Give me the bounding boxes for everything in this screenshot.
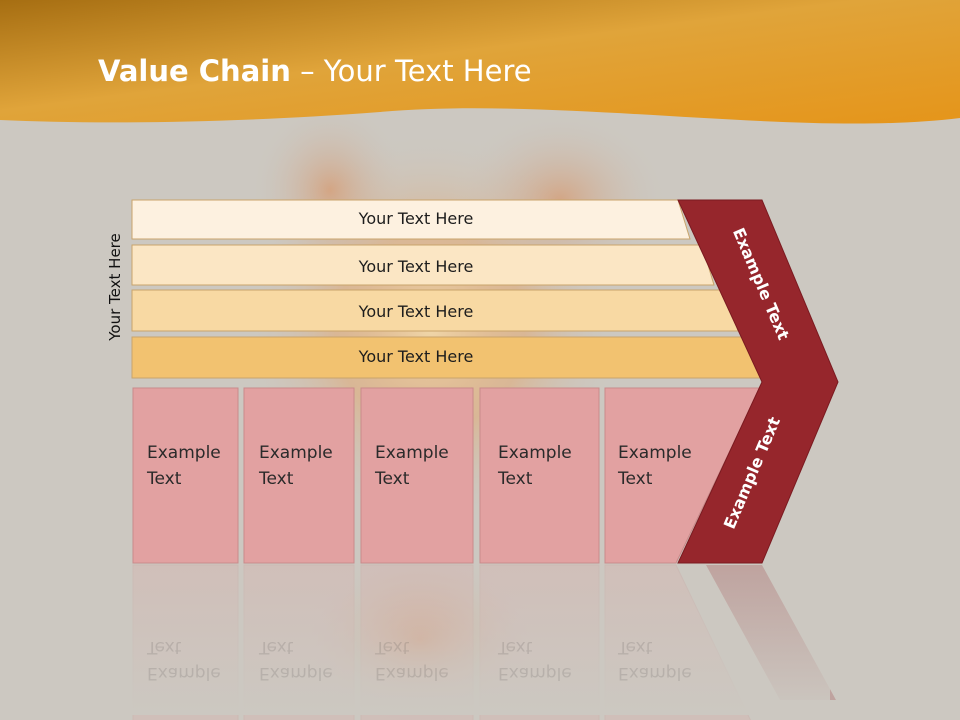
box-line-2: Text: [618, 637, 653, 657]
bar-row-3-label: Your Text Here: [358, 302, 474, 321]
box-line-2: Text: [147, 469, 182, 489]
bar-row-4-label: Your Text Here: [358, 347, 474, 366]
box-line-1: Example: [618, 443, 692, 463]
bar-row-2-label: Your Text Here: [358, 257, 474, 276]
box-line-2: Text: [147, 637, 182, 657]
box-line-2: Text: [618, 469, 653, 489]
box-line-2: Text: [375, 637, 410, 657]
bar-row-2: [131, 244, 715, 286]
activity-box-3-reflection: Example Text: [375, 634, 449, 686]
box-line-1: Example: [259, 663, 333, 683]
activity-box-1: [132, 387, 239, 564]
reflection-fade: [130, 565, 830, 715]
activity-box-3: [360, 387, 474, 564]
box-line-1: Example: [498, 443, 572, 463]
activity-box-5: [604, 387, 761, 564]
box-line-2: Text: [498, 637, 533, 657]
activity-box-1-reflection: Example Text: [147, 634, 221, 686]
title-bold: Value Chain: [98, 54, 291, 88]
box-line-1: Example: [147, 443, 221, 463]
activity-box-4: [479, 387, 600, 564]
slide-title: Value Chain – Your Text Here: [98, 54, 532, 88]
box-line-2: Text: [259, 637, 294, 657]
box-line-1: Example: [375, 663, 449, 683]
margin-chevron: [677, 199, 839, 564]
activity-box-5-reflection: Example Text: [618, 634, 692, 686]
box-line-2: Text: [498, 469, 533, 489]
bar-row-1: [131, 199, 691, 240]
activity-box-4-reflection: Example Text: [498, 634, 572, 686]
box-line-1: Example: [375, 443, 449, 463]
box-line-1: Example: [618, 663, 692, 683]
box-line-1: Example: [498, 663, 572, 683]
activity-box-2: [243, 387, 355, 564]
box-line-1: Example: [259, 443, 333, 463]
activity-box-2-reflection: Example Text: [259, 634, 333, 686]
box-line-2: Text: [375, 469, 410, 489]
box-line-2: Text: [259, 469, 294, 489]
box-line-1: Example: [147, 663, 221, 683]
bar-row-1-label: Your Text Here: [358, 209, 474, 228]
title-rest: – Your Text Here: [290, 54, 532, 88]
